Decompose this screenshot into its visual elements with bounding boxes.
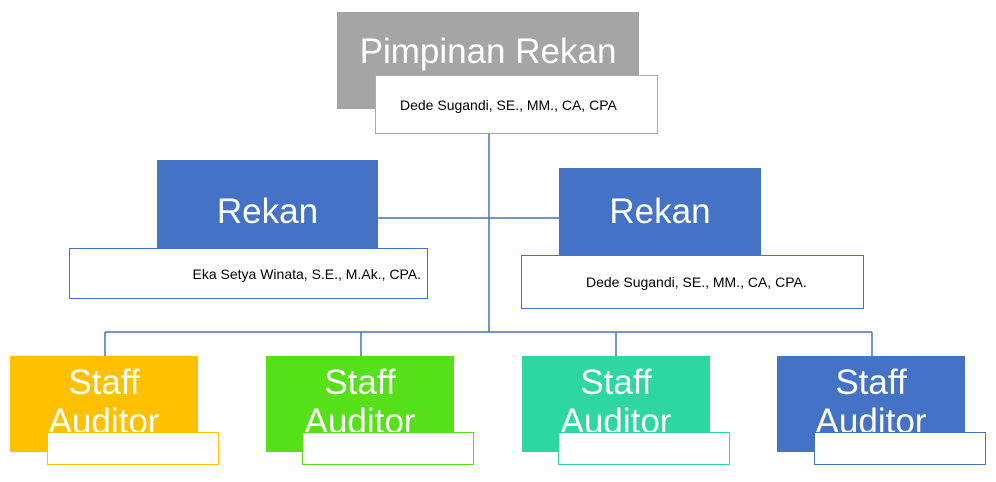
top-node-name: Dede Sugandi, SE., MM., CA, CPA <box>400 96 617 113</box>
staff-node-1-title-line1: Staff <box>68 363 140 402</box>
partner-left-title-text: Rekan <box>216 192 319 231</box>
staff-node-4-title-line1: Staff <box>835 363 907 402</box>
top-node-title-text: Pimpinan Rekan <box>359 32 617 71</box>
partner-left-name: Eka Setya Winata, S.E., M.Ak., CPA. <box>192 265 421 282</box>
staff-node-4-name-box <box>814 432 986 465</box>
partner-right-title: Rekan <box>559 168 761 255</box>
staff-node-3-name-box <box>558 432 730 465</box>
partner-left-name-box: Eka Setya Winata, S.E., M.Ak., CPA. <box>69 248 428 299</box>
partner-left-title: Rekan <box>157 160 378 262</box>
partner-right-name: Dede Sugandi, SE., MM., CA, CPA. <box>586 274 807 290</box>
staff-node-2-title-line1: Staff <box>324 363 396 402</box>
staff-node-1-name-box <box>47 432 219 465</box>
partner-right-name-box: Dede Sugandi, SE., MM., CA, CPA. <box>521 255 864 309</box>
staff-node-2-name-box <box>302 432 474 465</box>
staff-node-3-title-line1: Staff <box>580 363 652 402</box>
partner-right-title-text: Rekan <box>609 192 711 231</box>
top-node-name-box: Dede Sugandi, SE., MM., CA, CPA <box>375 75 658 134</box>
